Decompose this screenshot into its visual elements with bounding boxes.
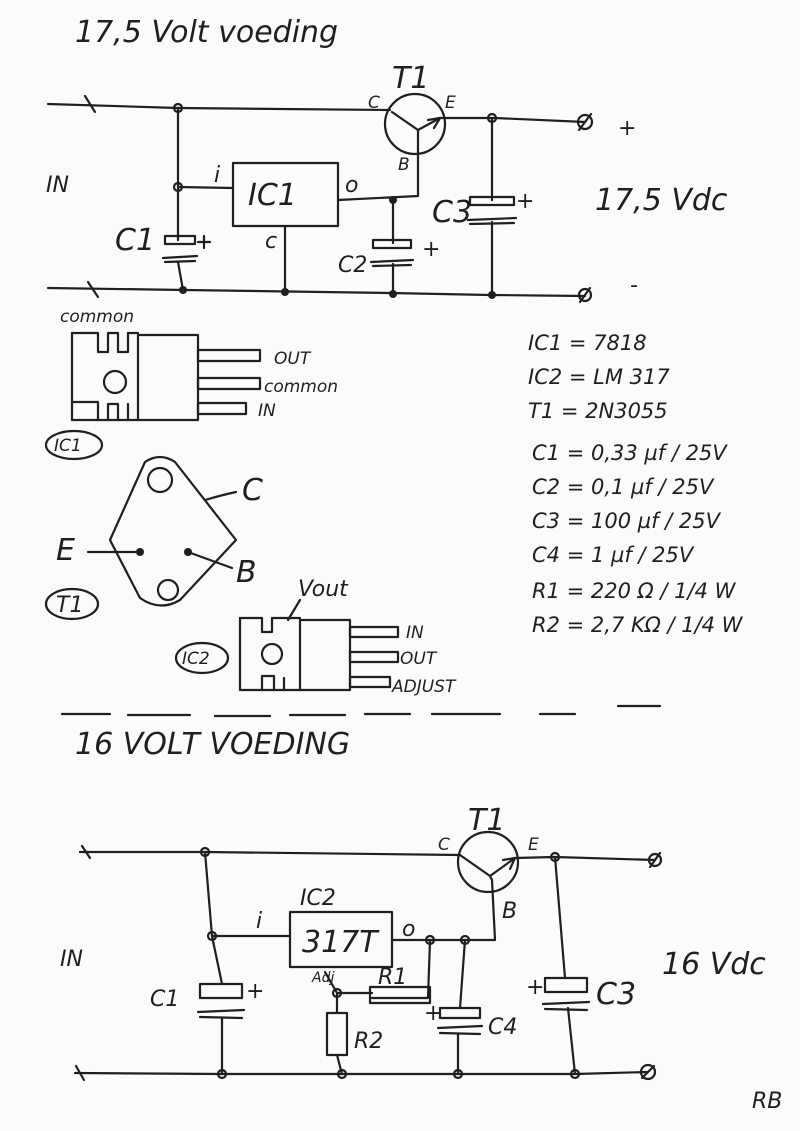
circuit1-in-label: IN — [46, 173, 69, 198]
circuit2-c4-plus: + — [424, 1001, 442, 1026]
circuit1-nodes — [172, 102, 594, 304]
circuit2-wiring — [73, 844, 657, 1082]
circuit1-title: 17,5 Volt voeding — [75, 15, 338, 50]
signature: RB — [752, 1089, 782, 1114]
circuit1-ic1-block — [231, 161, 340, 228]
circuit2-c3-plus: + — [526, 975, 544, 1000]
t1-c-label: C — [242, 473, 263, 508]
circuit2-r1-label: R1 — [378, 965, 407, 990]
circuit2-c3-label: C3 — [596, 977, 636, 1012]
ic2-package-label: IC2 — [182, 649, 210, 669]
circuit2-ic2-pin-adj: Adj — [311, 970, 334, 986]
circuit1-t1-b: B — [398, 155, 410, 175]
circuit2-ic2-pin-i: i — [256, 909, 262, 934]
circuit1-c1 — [161, 234, 212, 264]
t1-package-label: T1 — [56, 593, 83, 618]
circuit2-nodes — [199, 846, 663, 1081]
ic1-package-label: IC1 — [54, 436, 82, 456]
ic2-pin-1-label: IN — [406, 623, 424, 643]
circuit1-c3-label: C3 — [432, 195, 472, 230]
circuit1-c3 — [466, 195, 518, 226]
circuit2-t1-label: T1 — [468, 803, 505, 838]
circuit2-t1-e: E — [528, 835, 539, 855]
circuit2-r2-label: R2 — [354, 1029, 383, 1054]
t1-b-label: B — [236, 555, 257, 590]
circuit2-c3 — [541, 976, 591, 1012]
parts-list-item: C4 = 1 µf / 25V — [532, 543, 695, 567]
circuit2-c1-label: C1 — [150, 987, 179, 1012]
circuit2-r2 — [325, 1011, 349, 1057]
circuit2-ic2-pin-o: o — [402, 917, 415, 942]
ic1-pin-3-label: IN — [258, 401, 276, 421]
circuit1-c2 — [369, 238, 415, 268]
circuit2-ic2-label: IC2 — [300, 886, 336, 911]
ic1-package — [70, 331, 262, 422]
circuit1-ic1-pin-c: c — [265, 229, 277, 254]
parts-list-item: C1 = 0,33 µf / 25V — [532, 441, 728, 465]
parts-list-item: T1 = 2N3055 — [528, 399, 668, 423]
circuit2-output-label: 16 Vdc — [662, 947, 766, 982]
circuit2-c1 — [196, 982, 246, 1020]
circuit2-in-label: IN — [60, 947, 83, 972]
circuit2-t1-c: C — [438, 835, 450, 855]
circuit1-t1-c: C — [368, 93, 380, 113]
circuit1-transistor-t1 — [383, 92, 447, 160]
ic1-pin-2-label: common — [264, 377, 338, 397]
parts-list-item: R2 = 2,7 KΩ / 1/4 W — [532, 613, 744, 637]
circuit2-c4-label: C4 — [488, 1015, 517, 1040]
circuit2-ic2-part: 317T — [302, 925, 380, 960]
circuit1-c3-plus: + — [516, 189, 534, 214]
circuit1-c1-label: C1 — [115, 223, 155, 258]
circuit1-output-label: 17,5 Vdc — [595, 183, 728, 218]
ic2-pin-2-label: OUT — [400, 649, 438, 669]
circuit1-output-plus: + — [618, 116, 636, 141]
circuit1-ic1-label: IC1 — [248, 178, 297, 213]
circuit2-r1 — [368, 985, 432, 1005]
circuit2-ic2-block — [288, 910, 394, 969]
parts-list-item: R1 = 220 Ω / 1/4 W — [532, 579, 737, 603]
parts-list: IC1 = 7818 IC2 = LM 317 T1 = 2N3055 C1 =… — [528, 331, 744, 637]
circuit1-ic1-pin-i: i — [214, 163, 220, 188]
ic1-pin-1-label: OUT — [274, 349, 312, 369]
t1-package — [86, 455, 238, 607]
circuit1-ic1-pin-o: o — [345, 173, 358, 198]
ic2-package — [238, 598, 400, 692]
circuit2-transistor-t1 — [456, 830, 520, 894]
circuit1-c2-label: C2 — [338, 253, 367, 278]
circuit2-c1-plus: + — [246, 979, 264, 1004]
circuit2-t1-b: B — [502, 899, 517, 924]
circuit2-title: 16 VOLT VOEDING — [75, 727, 350, 762]
circuit1-t1-e: E — [445, 93, 456, 113]
parts-list-item: IC1 = 7818 — [528, 331, 647, 355]
ic2-vout-label: Vout — [298, 577, 349, 602]
t1-e-label: E — [56, 533, 75, 568]
circuit1-output-minus: - — [630, 273, 638, 298]
parts-list-item: C2 = 0,1 µf / 25V — [532, 475, 715, 499]
parts-list-item: C3 = 100 µf / 25V — [532, 509, 722, 533]
ic2-pin-3-label: ADJUST — [391, 677, 457, 697]
circuit1-t1-label: T1 — [392, 61, 429, 96]
parts-list-item: IC2 = LM 317 — [528, 365, 670, 389]
ic1-common-top-label: common — [60, 307, 134, 327]
section-divider — [60, 704, 662, 718]
circuit2-c4 — [436, 1006, 484, 1036]
circuit1-c2-plus: + — [422, 237, 440, 262]
